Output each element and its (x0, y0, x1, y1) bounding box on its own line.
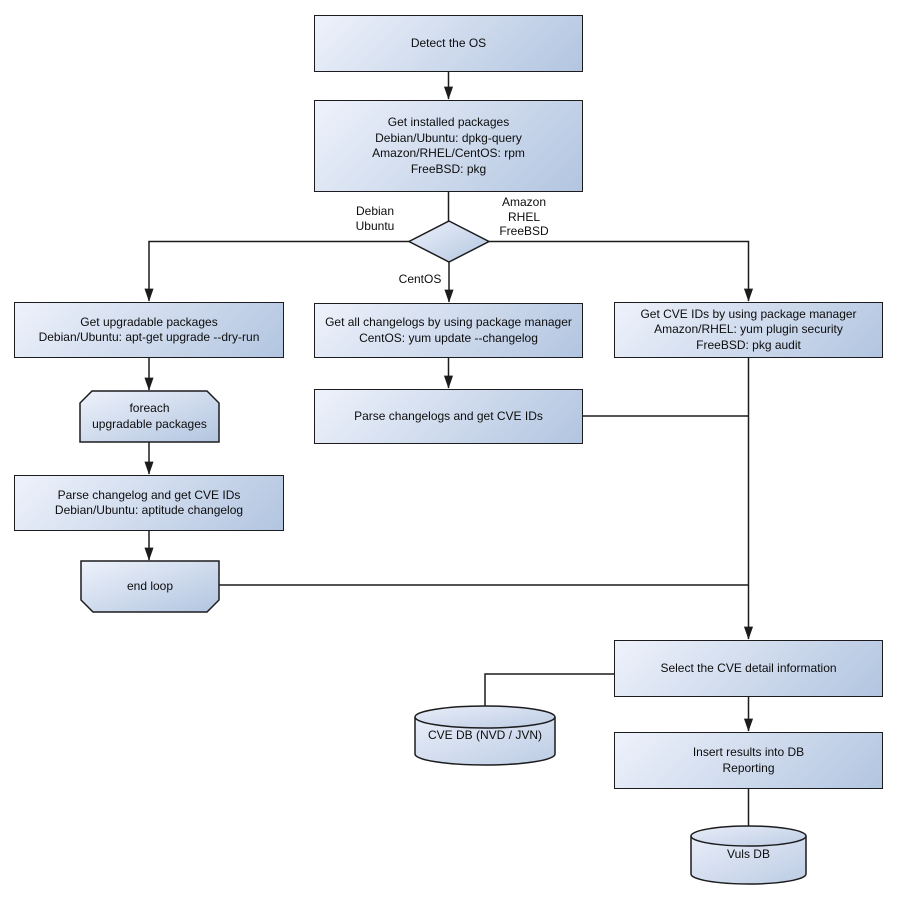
vuls-db-cylinder (690, 825, 807, 885)
branch-label-debian-ubuntu: Debian Ubuntu (355, 204, 395, 233)
node-get-all-changelogs: Get all changelogs by using package mana… (314, 303, 583, 358)
end-loop-shape (80, 560, 220, 613)
cve-db-cylinder (414, 705, 556, 766)
node-parse-changelogs: Parse changelogs and get CVE IDs (314, 389, 583, 444)
node-get-installed-packages: Get installed packages Debian/Ubuntu: dp… (314, 100, 583, 192)
os-decision-diamond (407, 220, 491, 263)
node-get-upgradable-packages: Get upgradable packages Debian/Ubuntu: a… (14, 302, 284, 358)
node-parse-changelog: Parse changelog and get CVE IDs Debian/U… (14, 475, 284, 531)
node-get-cve-ids: Get CVE IDs by using package manager Ama… (614, 302, 883, 358)
edge-decision-to-getcveids (489, 240, 754, 302)
branch-label-centos: CentOS (398, 272, 442, 286)
node-insert-results: Insert results into DB Reporting (614, 732, 883, 789)
node-detect-os: Detect the OS (314, 15, 583, 72)
node-select-cve-detail: Select the CVE detail information (614, 640, 883, 697)
edge-select-to-cvedb (484, 673, 614, 706)
edge-decision-to-upgradable (144, 240, 409, 302)
foreach-loop-shape (79, 390, 220, 443)
branch-label-amazon-rhel-freebsd: Amazon RHEL FreeBSD (499, 195, 549, 238)
